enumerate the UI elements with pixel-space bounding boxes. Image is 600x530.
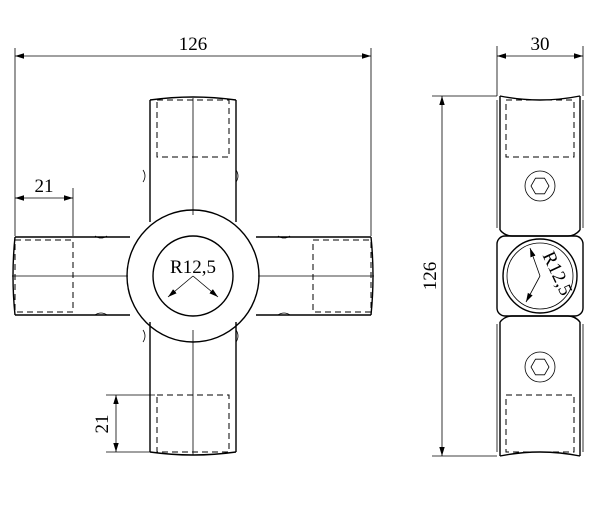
dim-side-height: 126 (420, 95, 497, 457)
dim-21-h-label: 21 (35, 176, 54, 197)
dim-126-label: 126 (179, 34, 208, 55)
dim-side-width: 30 (496, 34, 584, 96)
central-hub (126, 209, 260, 343)
side-bottom-block (496, 315, 584, 457)
horizontal-arm (12, 236, 374, 316)
dim-arm-vertical: 21 (92, 394, 155, 453)
vertical-arm (149, 96, 237, 456)
front-view: R12,5 126 21 21 (12, 34, 374, 456)
side-hub-block: R12,5 (496, 235, 584, 317)
dim-21-v-label: 21 (92, 415, 113, 434)
dim-126-v-label: 126 (420, 262, 441, 291)
dim-overall-width: 126 (14, 34, 372, 236)
dim-30-label: 30 (531, 34, 550, 55)
side-view: R12,5 30 126 (420, 34, 584, 457)
side-top-block (496, 95, 584, 237)
dim-arm-horizontal: 21 (15, 176, 74, 236)
radius-label-front: R12,5 (170, 257, 216, 278)
